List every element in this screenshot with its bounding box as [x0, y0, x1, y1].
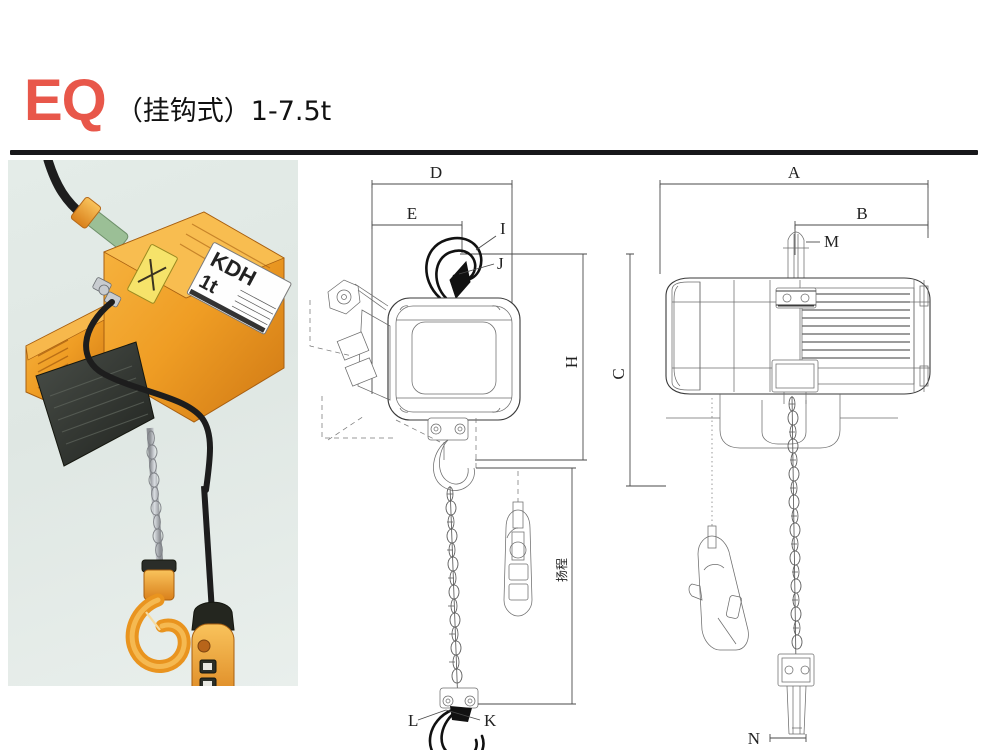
dim-n: N	[748, 729, 807, 748]
lift-height-dimension: 扬程	[476, 467, 576, 705]
top-hook	[425, 236, 483, 300]
side-elevation-view: A B C M	[609, 163, 931, 748]
model-code: EQ	[24, 68, 107, 133]
dim-n-label: N	[748, 729, 760, 748]
header-divider	[10, 150, 978, 155]
hoist-body-front	[387, 297, 521, 421]
photo-illustration: KDH 1t	[25, 160, 292, 686]
model-description: （挂钩式）1-7.5t	[115, 96, 332, 127]
dim-k: K	[445, 709, 497, 730]
load-hook-block	[395, 417, 477, 491]
top-lug	[775, 287, 817, 309]
suspension-bracket	[309, 279, 396, 441]
load-chain-front	[445, 485, 463, 707]
dim-b-label: B	[856, 204, 867, 223]
lift-height-label: 扬程	[554, 558, 569, 582]
motor-cooling-fins	[802, 293, 910, 359]
front-elevation-view: D E H I J	[309, 163, 587, 750]
dim-i: I	[475, 219, 506, 251]
dim-m-label: M	[824, 232, 839, 251]
pendant-side-drawing	[688, 398, 749, 651]
dim-h-label: H	[562, 356, 581, 368]
bottom-hook-side	[777, 653, 815, 735]
dim-c: C	[609, 253, 666, 487]
technical-drawings: D E H I J	[300, 150, 1000, 750]
title-block: EQ （挂钩式）1-7.5t	[24, 72, 331, 130]
bottom-lug	[771, 359, 819, 404]
dim-l-label: L	[408, 711, 418, 730]
page-header: EQ （挂钩式）1-7.5t	[0, 0, 1000, 155]
dim-a-label: A	[788, 163, 801, 182]
dim-c-label: C	[609, 368, 628, 379]
dim-l: L	[408, 709, 447, 730]
dim-b: B	[794, 204, 929, 255]
product-photo: KDH 1t	[8, 160, 298, 686]
photo-bottom-hook	[125, 559, 191, 673]
dim-i-label: I	[500, 219, 506, 238]
dim-k-label: K	[484, 711, 497, 730]
pendant-control-drawing	[476, 467, 533, 617]
dim-d-label: D	[430, 163, 442, 182]
load-chain-side	[787, 395, 803, 667]
photo-pendant	[191, 485, 235, 686]
dim-j-label: J	[497, 254, 504, 273]
dim-e-label: E	[407, 204, 417, 223]
photo-chain	[146, 427, 164, 567]
dim-e: E	[371, 204, 463, 253]
dim-j: J	[458, 254, 504, 275]
hoist-body-side	[665, 277, 931, 404]
